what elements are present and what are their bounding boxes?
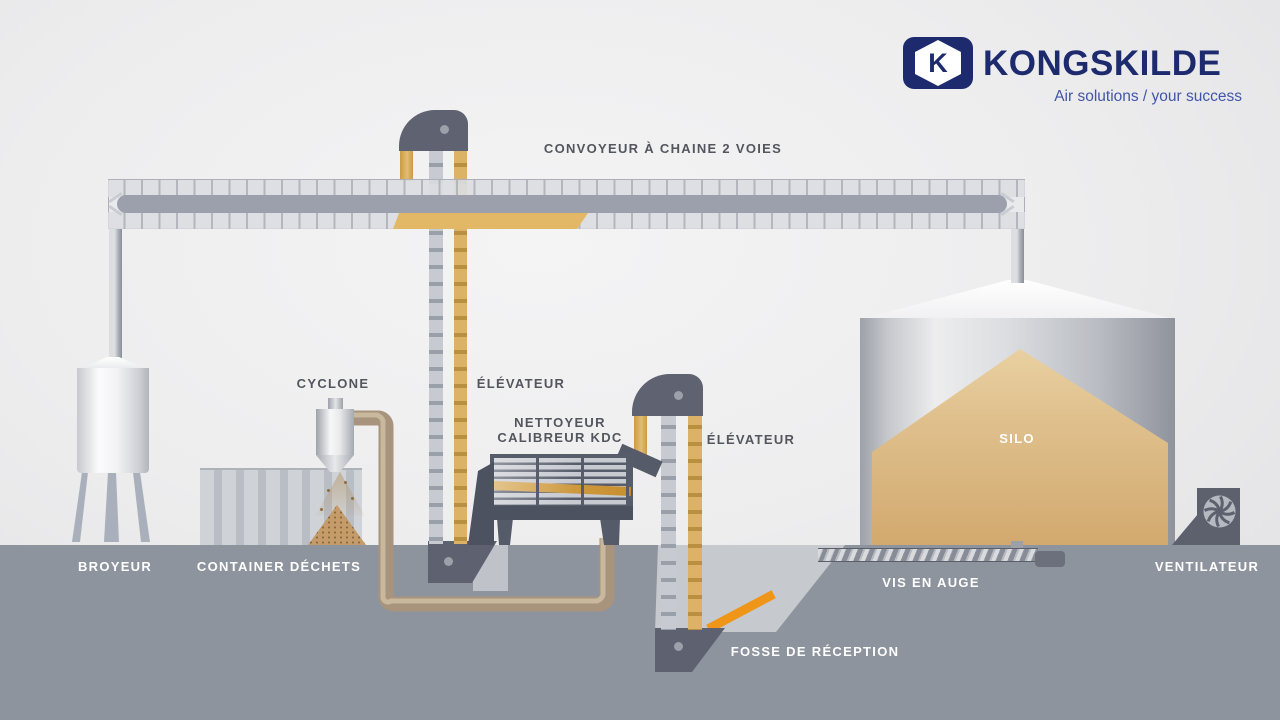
fan-impeller-icon — [1203, 495, 1236, 528]
label-elevator1: ÉLÉVATEUR — [476, 376, 566, 391]
elevator2-leg-up — [661, 412, 676, 630]
ground — [0, 545, 1280, 720]
auger-drive-cap — [1035, 551, 1065, 567]
logo-brand-text: KONGSKILDE — [983, 44, 1222, 83]
waste-speck — [327, 489, 330, 492]
label-trough-auger: VIS EN AUGE — [882, 575, 980, 590]
cleaner-leg-left — [497, 518, 513, 545]
elevator1-leg-up — [429, 150, 443, 544]
mill-body — [77, 368, 149, 473]
cleaner-base — [490, 506, 633, 520]
cleaner-leg-right — [600, 518, 620, 545]
logo-k-monogram: K — [928, 47, 948, 78]
label-cleaner-line1: NETTOYEUR — [514, 415, 606, 430]
label-fan: VENTILATEUR — [1154, 559, 1260, 574]
elevator1-head-bolt — [440, 125, 449, 134]
cleaner-deck-dividers — [494, 458, 629, 505]
cyclone-inlet-stub — [328, 398, 343, 410]
elevator1-leg-down — [454, 150, 467, 544]
waste-speck — [351, 497, 354, 500]
conveyor-chain-band — [117, 195, 1007, 213]
label-elevator2: ÉLÉVATEUR — [706, 432, 796, 447]
elevator1-discharge-spout — [400, 147, 413, 181]
mill-leg-middle — [104, 472, 119, 542]
elevator2-head-bolt — [674, 391, 683, 400]
conveyor-right-support — [1011, 229, 1024, 283]
waste-speck — [320, 508, 323, 511]
trough-auger-screw — [818, 548, 1038, 562]
label-reception-pit: FOSSE DE RÉCEPTION — [730, 644, 900, 659]
label-cleaner-line2: CALIBREUR KDC — [497, 429, 623, 445]
waste-speck — [344, 481, 347, 484]
label-cleaner: NETTOYEUR CALIBREUR KDC — [480, 415, 640, 445]
elevator1-boot-bolt — [444, 557, 453, 566]
elevator2-boot-bolt — [674, 642, 683, 651]
label-cyclone: CYCLONE — [296, 376, 370, 391]
conveyor-left-support-downpipe — [109, 229, 122, 361]
label-waste-container: CONTAINER DÉCHETS — [196, 559, 362, 574]
logo-hexagon: K — [915, 40, 961, 86]
elevator2-leg-down — [688, 412, 702, 630]
logo-tagline: Air solutions / your success — [1054, 88, 1242, 105]
label-silo: SILO — [999, 431, 1035, 446]
conveyor-grain-flow — [393, 213, 588, 229]
conveyor-top-cells — [108, 180, 1025, 197]
kongskilde-logo-icon: K — [903, 37, 973, 89]
label-mill: BROYEUR — [77, 559, 153, 574]
cyclone-body — [316, 409, 354, 455]
label-conveyor: CONVOYEUR À CHAINE 2 VOIES — [543, 141, 783, 156]
